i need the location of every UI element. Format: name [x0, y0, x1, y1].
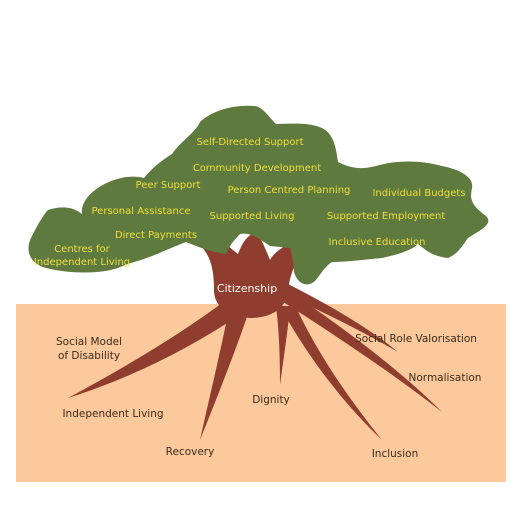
- ground-panel: [16, 304, 506, 482]
- root-independent-living: [68, 300, 244, 398]
- canopy-label-centres-for-independent-living-line2: Independent Living: [34, 257, 130, 268]
- canopy-label-person-centred-planning: Person Centred Planning: [228, 185, 351, 196]
- roots: [68, 284, 442, 440]
- canopy-label-supported-employment: Supported Employment: [327, 211, 446, 222]
- canopy-label-individual-budgets: Individual Budgets: [372, 188, 465, 199]
- root-label-social-model-line1: Social Model: [56, 336, 122, 348]
- root-social-role-valorisation: [282, 284, 398, 352]
- root-dignity: [276, 306, 290, 385]
- canopy-label-community-development: Community Development: [193, 163, 321, 174]
- canopy-label-centres-for-independent-living-line1: Centres for: [54, 244, 110, 255]
- canopy-label-direct-payments: Direct Payments: [115, 230, 197, 241]
- canopy-labels: Self-Directed Support Community Developm…: [34, 137, 466, 268]
- root-label-social-role-valorisation: Social Role Valorisation: [355, 333, 477, 345]
- root-label-social-model-line2: of Disability: [58, 350, 120, 362]
- root-inclusion: [282, 305, 382, 440]
- canopy: [28, 105, 489, 285]
- root-labels: Social Model of Disability Independent L…: [56, 333, 481, 460]
- canopy-label-personal-assistance: Personal Assistance: [92, 206, 191, 217]
- root-label-recovery: Recovery: [166, 446, 215, 458]
- trunk-label-citizenship: Citizenship: [217, 282, 277, 295]
- root-label-independent-living: Independent Living: [62, 408, 163, 420]
- root-recovery: [200, 304, 250, 440]
- root-label-dignity: Dignity: [252, 394, 290, 406]
- canopy-label-peer-support: Peer Support: [136, 180, 201, 191]
- root-label-normalisation: Normalisation: [409, 372, 482, 384]
- canopy-label-supported-living: Supported Living: [210, 211, 295, 222]
- root-label-inclusion: Inclusion: [372, 448, 419, 460]
- canopy-label-self-directed-support: Self-Directed Support: [196, 137, 303, 148]
- root-normalisation: [280, 292, 442, 412]
- canopy-label-inclusive-education: Inclusive Education: [329, 237, 426, 248]
